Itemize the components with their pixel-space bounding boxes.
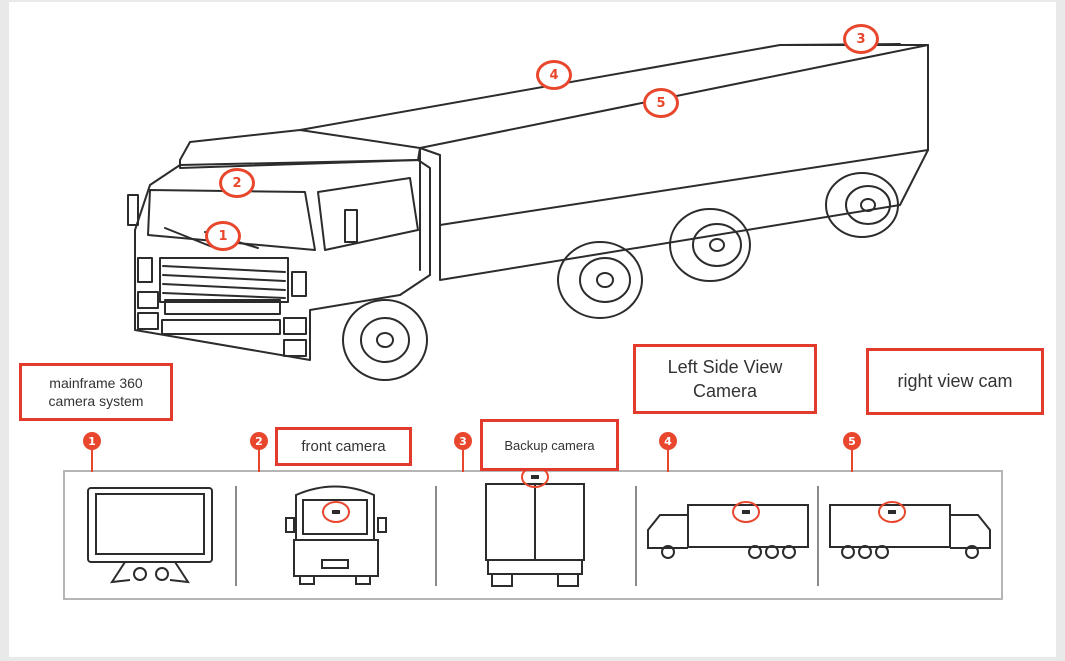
view-marker-2: 2 [250,432,268,472]
truck-cab [127,129,431,361]
truck-wheels [342,172,899,381]
camera-marker-4: 4 [536,60,572,90]
views-frame [63,470,1003,600]
camera-marker-2: 2 [219,168,255,198]
truck-front-view-icon [285,485,387,585]
frame-dividers [235,486,819,586]
truck-right-side-view-icon [829,504,991,559]
monitor-icon [87,487,213,584]
view-marker-3: 3 [454,432,472,472]
label-mainframe-camera-system: mainframe 360 camera system [19,363,173,421]
camera-marker-5: 5 [643,88,679,118]
label-left-side-view-camera: Left Side View Camera [633,344,817,414]
truck-left-side-view-icon [647,504,809,559]
camera-marker-1: 1 [205,221,241,251]
view-marker-1: 1 [83,432,101,472]
label-backup-camera: Backup camera [480,419,619,471]
truck-rear-view-icon [485,483,585,587]
label-right-view-cam: right view cam [866,348,1044,415]
label-front-camera: front camera [275,427,412,466]
view-marker-4: 4 [659,432,677,472]
view-marker-5: 5 [843,432,861,472]
camera-marker-3: 3 [843,24,879,54]
